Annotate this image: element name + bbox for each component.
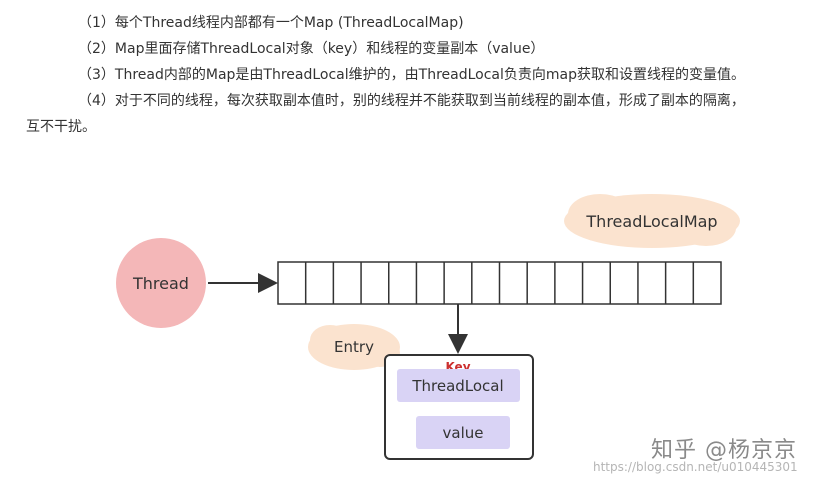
threadlocal-label: ThreadLocal — [411, 377, 503, 395]
csdn-watermark: https://blog.csdn.net/u010445301 — [593, 460, 798, 474]
threadlocalmap-label: ThreadLocalMap — [585, 212, 717, 231]
paragraph-4: （4）对于不同的线程，每次获取副本值时，别的线程并不能获取到当前线程的副本值，形… — [78, 93, 745, 109]
threadlocalmap-cloud: ThreadLocalMap — [564, 194, 740, 248]
paragraph-3: （3）Thread内部的Map是由ThreadLocal维护的，由ThreadL… — [78, 67, 745, 83]
thread-node: Thread — [116, 238, 206, 328]
paragraph-1: （1）每个Thread线程内部都有一个Map (ThreadLocalMap) — [78, 15, 464, 31]
value-label: value — [443, 424, 484, 442]
map-slots-array — [277, 261, 722, 305]
threadlocal-key-box — [397, 369, 520, 402]
description-text: （1）每个Thread线程内部都有一个Map (ThreadLocalMap) … — [26, 10, 828, 140]
thread-label: Thread — [132, 274, 189, 293]
paragraph-4-continued: 互不干扰。 — [26, 119, 96, 135]
entry-box: Key ThreadLocal value — [384, 354, 534, 460]
zhihu-watermark: 知乎 @杨京京 — [651, 438, 797, 463]
paragraph-2: （2）Map里面存储ThreadLocal对象（key）和线程的变量副本（val… — [78, 41, 545, 57]
entry-label: Entry — [334, 338, 374, 356]
value-box — [416, 416, 510, 449]
